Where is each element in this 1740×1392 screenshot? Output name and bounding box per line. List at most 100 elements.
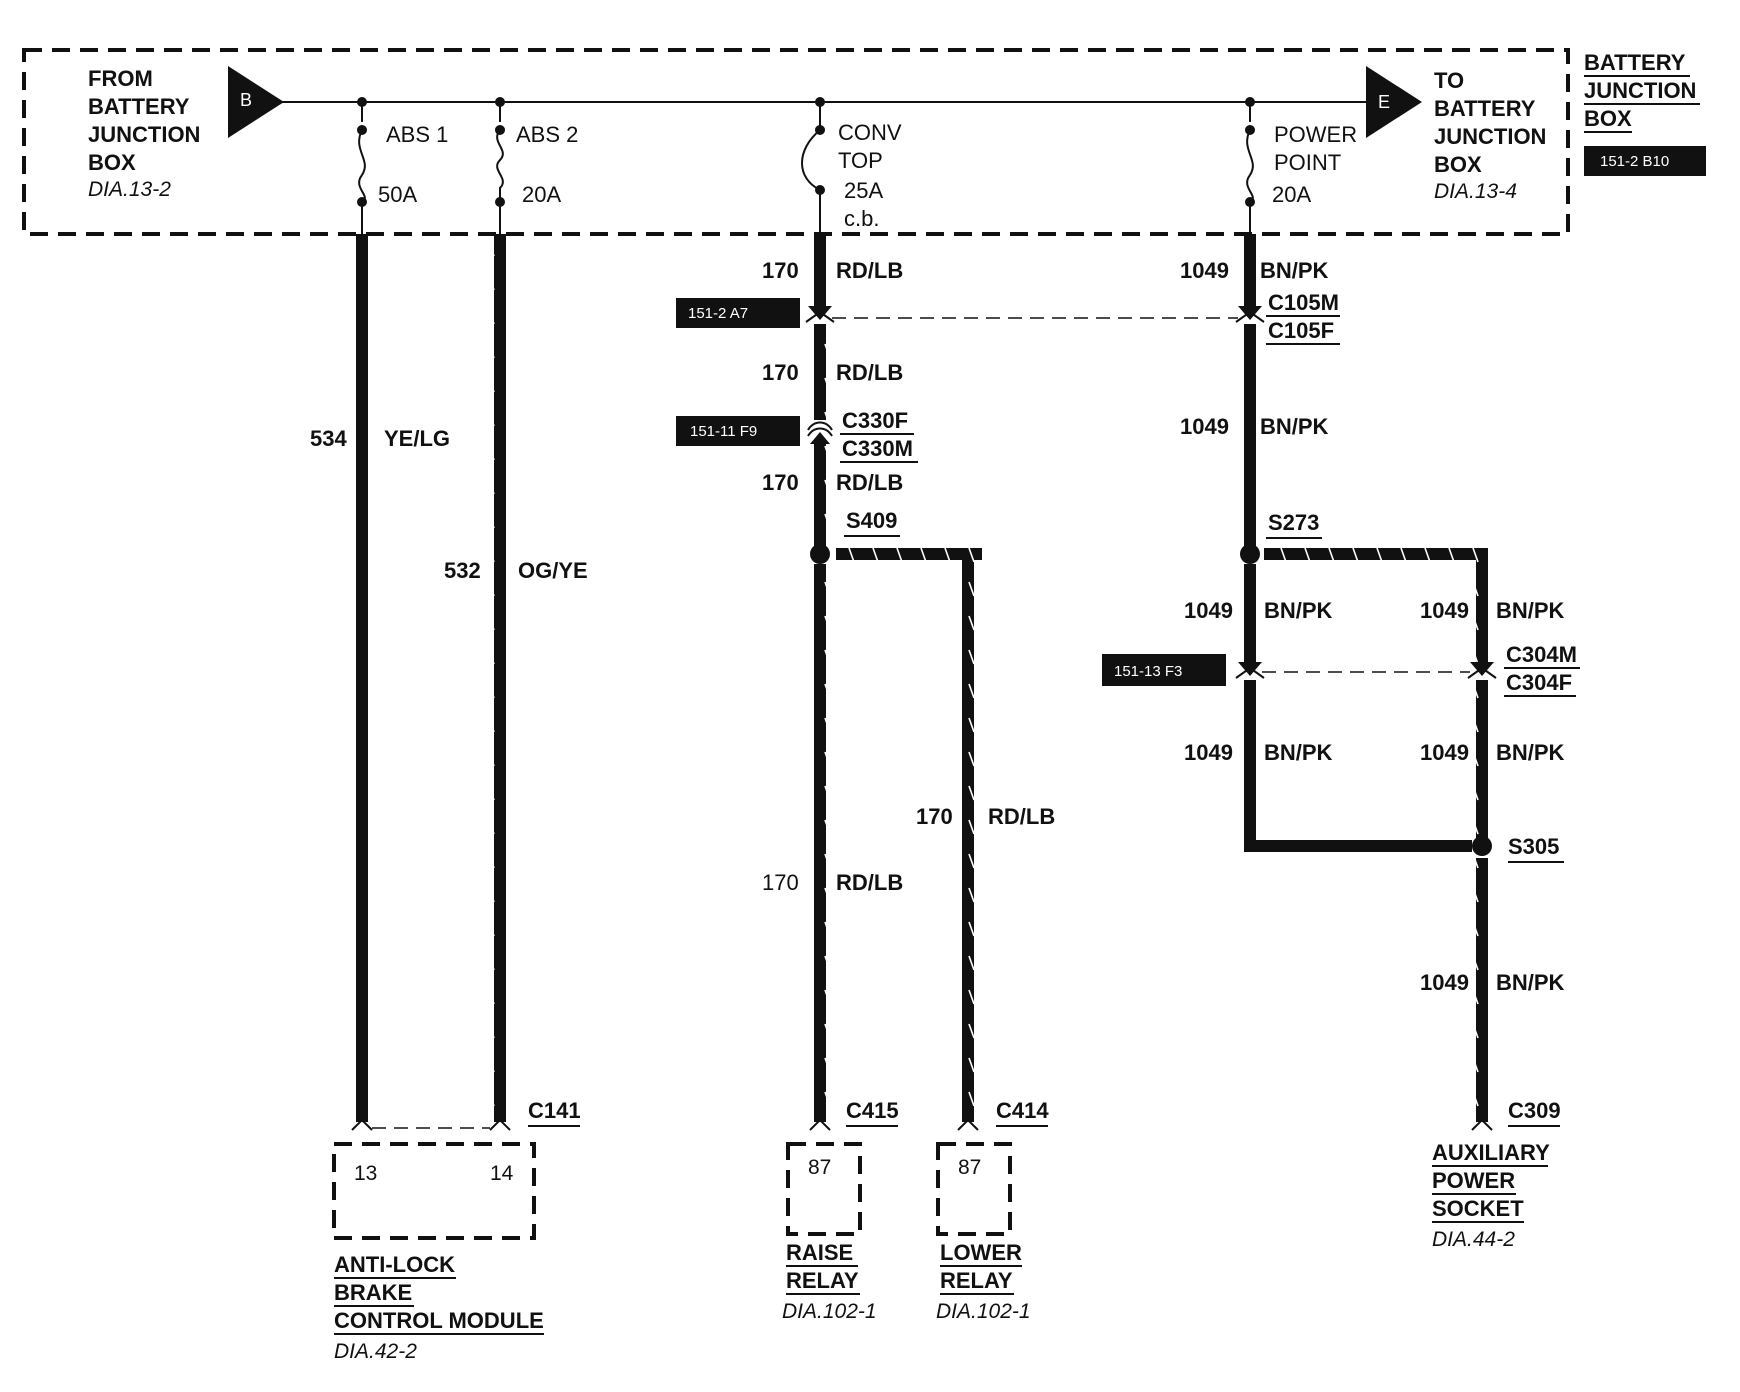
cb-name-line-2: TOP [838,148,883,173]
s273-label: S273 [1268,510,1319,535]
source-label-line-2: BATTERY [88,94,190,119]
abs-pin-13: 13 [354,1162,377,1185]
raise-relay: C415 87 RAISE RELAY DIA.102-1 [782,1098,899,1323]
fuse-abs1-name: ABS 1 [386,122,448,147]
c304-locator: 151-13 F3 [1114,663,1182,680]
connector-c304: 151-13 F3 C304M C304F [1102,642,1580,697]
fuse-abs2-name: ABS 2 [516,122,578,147]
splice-s305: S305 1049 BN/PK [1420,834,1565,1122]
conv-1-circuit: 170 [762,258,799,283]
fuse-abs1-rating: 50A [378,182,417,207]
fuse-power-point: POWER POINT 20A [1245,97,1357,234]
raise-circuit: 170 [762,870,799,895]
pp-2-color: BN/PK [1260,414,1329,439]
connector-c141: C141 [351,1098,581,1131]
box-title-line-3: BOX [1584,106,1632,131]
lower-name-1: LOWER [940,1240,1022,1265]
cb-suffix: c.b. [844,206,879,231]
c414-label: C414 [996,1098,1049,1123]
fuse-abs2-rating: 20A [522,182,561,207]
circuit-breaker-conv-top: CONV TOP 25A c.b. [801,97,902,234]
pp-2-circuit: 1049 [1180,414,1229,439]
aux-name-3: SOCKET [1432,1196,1524,1221]
wire-532: 532 OG/YE [444,234,588,1122]
pp-right-b-color: BN/PK [1496,740,1565,765]
pp-right-a-circuit: 1049 [1420,598,1469,623]
aux-power-socket: C309 AUXILIARY POWER SOCKET DIA.44-2 [1432,1098,1561,1251]
raise-ref: DIA.102-1 [782,1300,877,1323]
s409-label: S409 [846,508,897,533]
c309-label: C309 [1508,1098,1561,1123]
c105-female: C105F [1268,318,1334,343]
source-label-line-1: FROM [88,66,153,91]
abs-module: 13 14 ANTI-LOCK BRAKE CONTROL MODULE DIA… [332,1142,544,1363]
fuse-pp-rating: 20A [1272,182,1311,207]
c330-female: C330F [842,408,908,433]
abs-name-2: BRAKE [334,1280,412,1305]
box-locator-tag [1584,146,1706,176]
splice-s409: S409 170 RD/LB 170 RD/LB [762,508,1055,1122]
wire-170-conv: 170 RD/LB 170 RD/LB 170 RD/LB [762,234,903,554]
dest-ref: DIA.13-4 [1434,180,1517,203]
conv-3-color: RD/LB [836,470,903,495]
c105-locator: 151-2 A7 [688,305,748,322]
conv-2-circuit: 170 [762,360,799,385]
abs-ref: DIA.42-2 [334,1340,417,1363]
abs-pin-14: 14 [490,1162,514,1185]
dest-label-line-1: TO [1434,68,1464,93]
box-title-line-1: BATTERY [1584,50,1686,75]
fuse-abs1: ABS 1 50A [357,97,448,234]
lower-circuit: 170 [916,804,953,829]
lower-relay: C414 87 LOWER RELAY DIA.102-1 [936,1098,1049,1323]
dest-label-line-4: BOX [1434,152,1482,177]
lower-color: RD/LB [988,804,1055,829]
c304-female: C304F [1506,670,1572,695]
pp-1-circuit: 1049 [1180,258,1229,283]
aux-name-2: POWER [1432,1168,1515,1193]
pp-left-a-circuit: 1049 [1184,598,1233,623]
abs-name-3: CONTROL MODULE [334,1308,544,1333]
box-locator-text: 151-2 B10 [1600,153,1669,170]
wire-534-circuit: 534 [310,426,347,451]
splice-s273: S273 1049 BN/PK 1049 BN/PK 1049 BN/PK 10… [1184,510,1565,852]
aux-name-1: AUXILIARY [1432,1140,1550,1165]
pp-right-b-circuit: 1049 [1420,740,1469,765]
conv-3-circuit: 170 [762,470,799,495]
conv-2-color: RD/LB [836,360,903,385]
lower-name-2: RELAY [940,1268,1013,1293]
dest-connector-letter: E [1378,92,1390,112]
lower-ref: DIA.102-1 [936,1300,1031,1323]
pp-right-a-color: BN/PK [1496,598,1565,623]
pp-left-b-circuit: 1049 [1184,740,1233,765]
source-label-line-4: BOX [88,150,136,175]
wire-1049: 1049 BN/PK 1049 BN/PK [1180,234,1329,554]
c330-locator: 151-11 F9 [690,423,757,440]
raise-name-1: RAISE [786,1240,853,1265]
battery-junction-box: FROM BATTERY JUNCTION BOX DIA.13-2 B E T… [22,48,1706,236]
pp-out-circuit: 1049 [1420,970,1469,995]
pp-out-color: BN/PK [1496,970,1565,995]
dest-connector-arrow [1366,66,1422,138]
cb-rating: 25A [844,178,883,203]
raise-pin: 87 [808,1156,831,1179]
source-label-line-3: JUNCTION [88,122,200,147]
dest-label-line-2: BATTERY [1434,96,1536,121]
c105-male: C105M [1268,290,1339,315]
pp-left-b-color: BN/PK [1264,740,1333,765]
c415-label: C415 [846,1098,899,1123]
cb-name-line-1: CONV [838,120,902,145]
c304-male: C304M [1506,642,1577,667]
wire-532-circuit: 532 [444,558,481,583]
source-ref: DIA.13-2 [88,178,171,201]
connector-c330: 151-11 F9 C330F C330M [676,408,918,463]
c141-label: C141 [528,1098,581,1123]
wire-532-color: OG/YE [518,558,588,583]
c330-male: C330M [842,436,913,461]
connector-c105: 151-2 A7 C105M C105F [676,290,1340,345]
dest-label-line-3: JUNCTION [1434,124,1546,149]
aux-ref: DIA.44-2 [1432,1228,1515,1251]
raise-name-2: RELAY [786,1268,859,1293]
raise-color: RD/LB [836,870,903,895]
conv-1-color: RD/LB [836,258,903,283]
